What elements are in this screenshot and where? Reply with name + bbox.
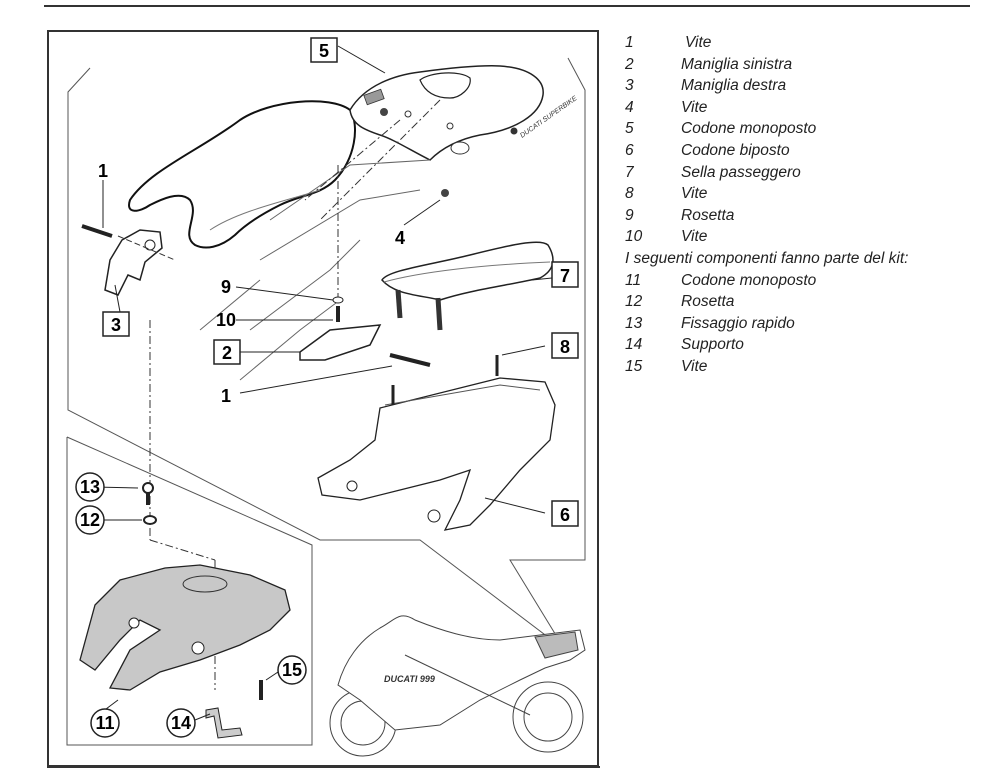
fairing-branding-text: DUCATI 999 [384,674,435,684]
callout-6: 6 [551,500,579,527]
callout-9: 9 [221,277,231,297]
callout-1a: 1 [98,161,108,181]
right-handle [104,229,163,296]
single-seat-tail: DUCATI SUPERBIKE [349,65,579,161]
motorcycle-illustration: DUCATI 999 [329,615,586,757]
washer-12 [143,515,157,525]
left-handle [299,324,382,361]
quick-fastener-13 [142,482,154,505]
kit-note: I seguenti componenti fanno parte del ki… [625,249,909,267]
washer-9 [332,296,344,304]
svg-text:2: 2 [222,343,232,363]
dual-seat-tail [317,355,556,531]
subframe [199,159,431,381]
main-zone-outline [67,57,586,651]
bracket-14 [205,707,243,739]
bottom-rule [47,766,600,768]
callout-14: 14 [166,708,196,738]
screw-1b [389,353,431,367]
svg-text:12: 12 [80,510,100,530]
svg-text:7: 7 [560,266,570,286]
callout-12: 12 [75,505,105,535]
passenger-seat [381,241,554,331]
callout-13: 13 [75,472,105,502]
callout-2: 2 [213,339,241,365]
svg-text:5: 5 [319,41,329,61]
callout-10: 10 [216,310,236,330]
svg-text:13: 13 [80,477,100,497]
svg-text:8: 8 [560,337,570,357]
svg-text:11: 11 [95,713,114,733]
screw-1a [81,224,176,261]
top-rule [44,5,970,7]
callout-8: 8 [551,332,579,359]
svg-text:6: 6 [560,505,570,525]
callout-15: 15 [277,655,307,685]
callout-11: 11 [90,708,120,738]
svg-text:14: 14 [171,713,191,733]
kit-zone-outline [66,436,313,746]
callout-7: 7 [551,261,579,288]
callout-3: 3 [102,311,130,337]
screw-4 [441,189,449,197]
rider-seat [128,100,356,249]
svg-text:15: 15 [282,660,302,680]
svg-text:3: 3 [111,315,121,335]
callout-5: 5 [310,37,338,63]
callout-1b: 1 [221,386,231,406]
kit-single-seat-tail [79,564,291,691]
callout-4: 4 [395,228,405,248]
